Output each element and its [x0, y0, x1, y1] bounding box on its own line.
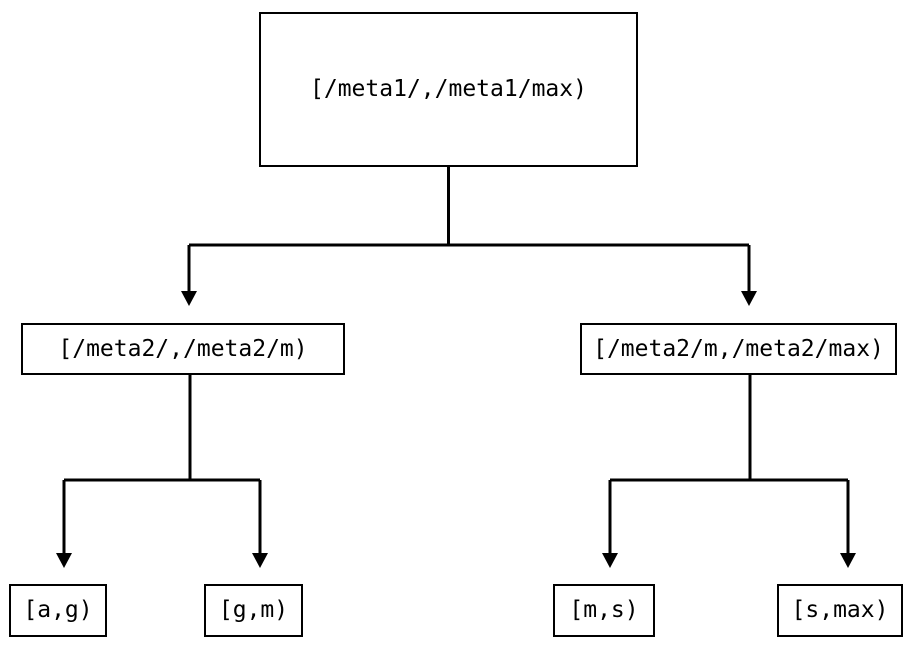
tree-node-leaf-ag[interactable]: [a,g): [9, 584, 107, 637]
tree-node-meta2-low-label: [/meta2/,/meta2/m): [58, 335, 308, 362]
tree-node-leaf-smax-label: [s,max): [791, 597, 889, 623]
arrowhead-icon: [602, 553, 618, 568]
tree-node-root[interactable]: [/meta1/,/meta1/max): [259, 12, 638, 167]
tree-node-leaf-gm[interactable]: [g,m): [204, 584, 303, 637]
tree-node-leaf-ag-label: [a,g): [23, 597, 93, 623]
tree-node-meta2-high[interactable]: [/meta2/m,/meta2/max): [580, 323, 897, 375]
arrowhead-icon: [840, 553, 856, 568]
tree-node-root-label: [/meta1/,/meta1/max): [310, 76, 587, 102]
arrowhead-icon: [56, 553, 72, 568]
arrowhead-icon: [741, 291, 757, 306]
arrowhead-icon: [181, 291, 197, 306]
tree-node-meta2-high-label: [/meta2/m,/meta2/max): [593, 335, 884, 362]
arrowhead-icon: [252, 553, 268, 568]
tree-node-leaf-ms-label: [m,s): [569, 597, 639, 623]
tree-node-leaf-ms[interactable]: [m,s): [553, 584, 655, 637]
tree-node-leaf-smax[interactable]: [s,max): [777, 584, 903, 637]
tree-node-leaf-gm-label: [g,m): [218, 597, 289, 623]
tree-node-meta2-low[interactable]: [/meta2/,/meta2/m): [21, 323, 345, 375]
